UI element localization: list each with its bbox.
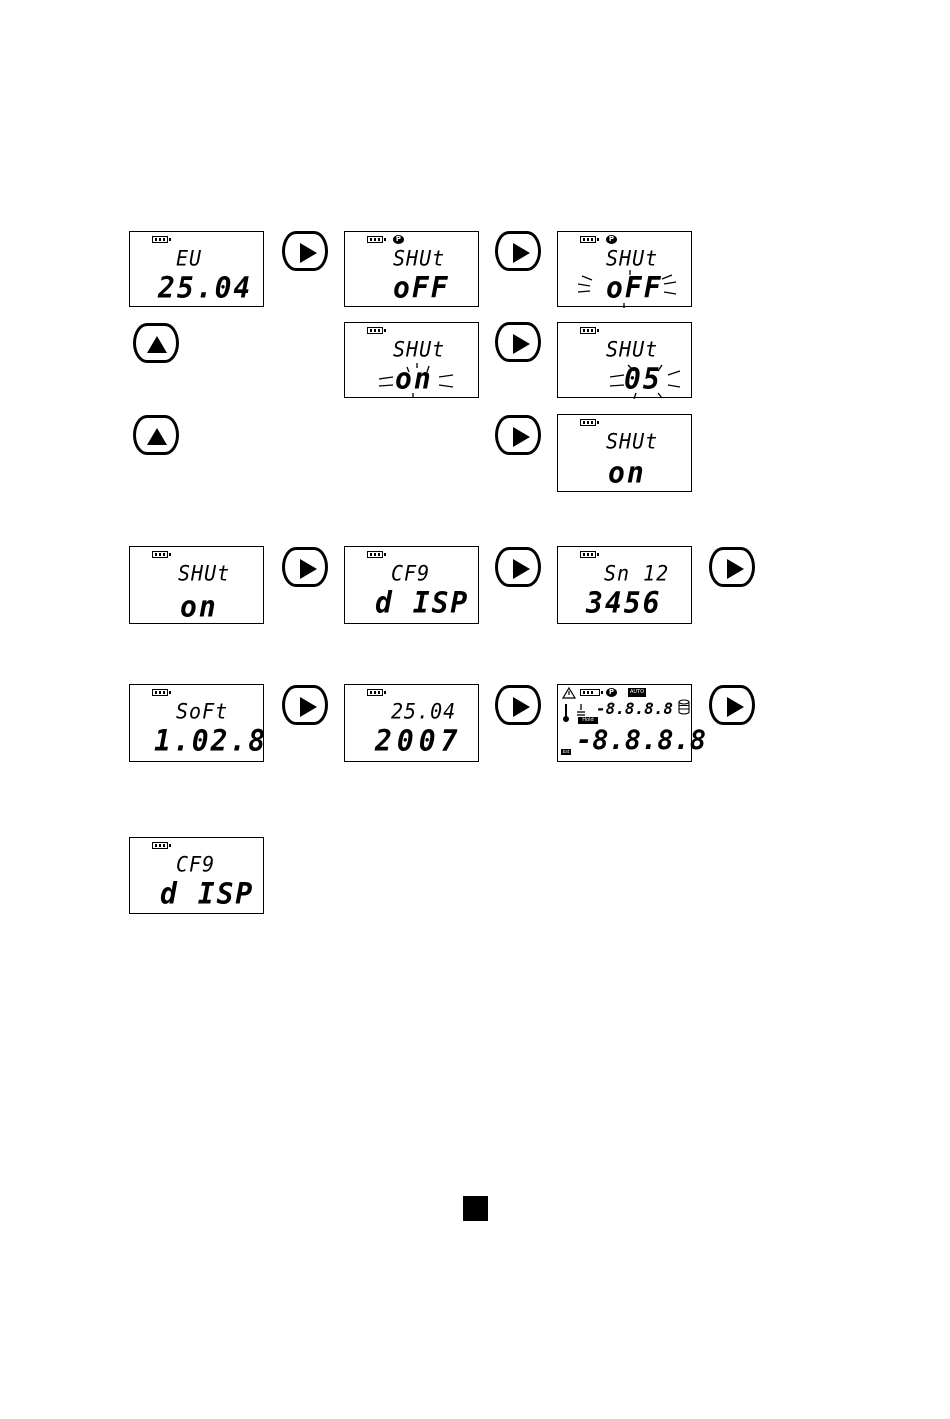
next-button[interactable] (282, 685, 328, 725)
next-button[interactable] (495, 547, 541, 587)
battery-icon (152, 689, 168, 696)
battery-icon (580, 689, 600, 696)
lcd-line-1: SHUt (606, 431, 658, 452)
lcd-line-2: 2007 (375, 726, 462, 755)
lcd-line-2: d ISP (375, 588, 469, 617)
lcd-screen-shut-on-confirm: SHUt on (557, 414, 692, 492)
lcd-line-2: on (395, 364, 433, 393)
next-button[interactable] (495, 415, 541, 455)
lcd-line-2: -8.8.8.8 (576, 727, 706, 754)
up-arrow-icon (147, 336, 167, 353)
lcd-line-1: Sn 12 (604, 563, 669, 584)
lcd-screen-cfg-disp: CF9 d ISP (344, 546, 479, 624)
next-button[interactable] (495, 322, 541, 362)
lcd-line-1: SHUt (393, 248, 445, 269)
lcd-line-2: on (608, 458, 646, 487)
battery-icon (152, 842, 168, 849)
lcd-screen-eu: EU 25.04 (129, 231, 264, 307)
auto-badge: AUTO (628, 688, 646, 697)
right-arrow-icon (727, 697, 744, 717)
right-arrow-icon (300, 697, 317, 717)
lcd-screen-shut-off-blink: P SHUt oFF (557, 231, 692, 307)
battery-cell-badge: bat (561, 749, 571, 755)
battery-icon (580, 236, 596, 243)
battery-icon (367, 236, 383, 243)
next-button[interactable] (282, 231, 328, 271)
up-button[interactable] (133, 415, 179, 455)
lcd-screen-cfg-disp-final: CF9 d ISP (129, 837, 264, 914)
battery-icon (367, 689, 383, 696)
lcd-screen-all-segments: P AUTO -8.8.8.8 Hold bat -8.8.8.8 (557, 684, 692, 762)
warning-icon (562, 687, 576, 699)
lcd-screen-shut-on: SHUt on (129, 546, 264, 624)
lcd-line-2: oFF (606, 273, 663, 302)
stop-square-icon (463, 1196, 488, 1221)
lcd-line-1: -8.8.8.8 (596, 701, 673, 717)
lcd-line-1: 25.04 (391, 701, 456, 722)
lcd-line-2: on (180, 592, 218, 621)
next-button[interactable] (709, 547, 755, 587)
lcd-screen-shut-off: P SHUt oFF (344, 231, 479, 307)
right-arrow-icon (300, 559, 317, 579)
right-arrow-icon (513, 427, 530, 447)
right-arrow-icon (513, 243, 530, 263)
battery-icon (152, 551, 168, 558)
memory-stack-icon (678, 699, 690, 715)
lcd-line-2: 1.02.8 (154, 726, 267, 755)
next-button[interactable] (495, 231, 541, 271)
lcd-screen-soft: SoFt 1.02.8 (129, 684, 264, 762)
right-arrow-icon (513, 559, 530, 579)
lcd-screen-shut-05-blink: SHUt 05 (557, 322, 692, 398)
lcd-line-1: EU (176, 248, 202, 269)
battery-icon (367, 551, 383, 558)
unit-symbol-icon (576, 704, 586, 716)
lcd-line-2: oFF (393, 273, 450, 302)
battery-icon (367, 327, 383, 334)
up-button[interactable] (133, 323, 179, 363)
lcd-line-2: 3456 (586, 588, 661, 617)
p-mode-icon: P (393, 235, 404, 244)
up-arrow-icon (147, 428, 167, 445)
p-mode-icon: P (606, 235, 617, 244)
battery-icon (580, 419, 596, 426)
lcd-line-1: SHUt (393, 339, 445, 360)
hold-badge: Hold (578, 717, 598, 724)
next-button[interactable] (282, 547, 328, 587)
lcd-screen-sn: Sn 12 3456 (557, 546, 692, 624)
lcd-screen-date: 25.04 2007 (344, 684, 479, 762)
lcd-line-2: 05 (624, 364, 662, 393)
lcd-line-1: CF9 (391, 563, 430, 584)
battery-icon (580, 551, 596, 558)
lcd-line-1: SHUt (606, 339, 658, 360)
battery-icon (580, 327, 596, 334)
right-arrow-icon (727, 559, 744, 579)
lcd-line-2: 25.04 (158, 273, 252, 302)
p-mode-icon: P (606, 688, 617, 697)
lcd-line-1: CF9 (176, 854, 215, 875)
lcd-line-2: d ISP (160, 879, 254, 908)
thermometer-icon (562, 703, 570, 723)
next-button[interactable] (495, 685, 541, 725)
lcd-screen-shut-on-blink: SHUt on (344, 322, 479, 398)
lcd-line-1: SHUt (178, 563, 230, 584)
battery-icon (152, 236, 168, 243)
right-arrow-icon (513, 334, 530, 354)
right-arrow-icon (513, 697, 530, 717)
lcd-line-1: SHUt (606, 248, 658, 269)
lcd-line-1: SoFt (176, 701, 228, 722)
next-button[interactable] (709, 685, 755, 725)
right-arrow-icon (300, 243, 317, 263)
